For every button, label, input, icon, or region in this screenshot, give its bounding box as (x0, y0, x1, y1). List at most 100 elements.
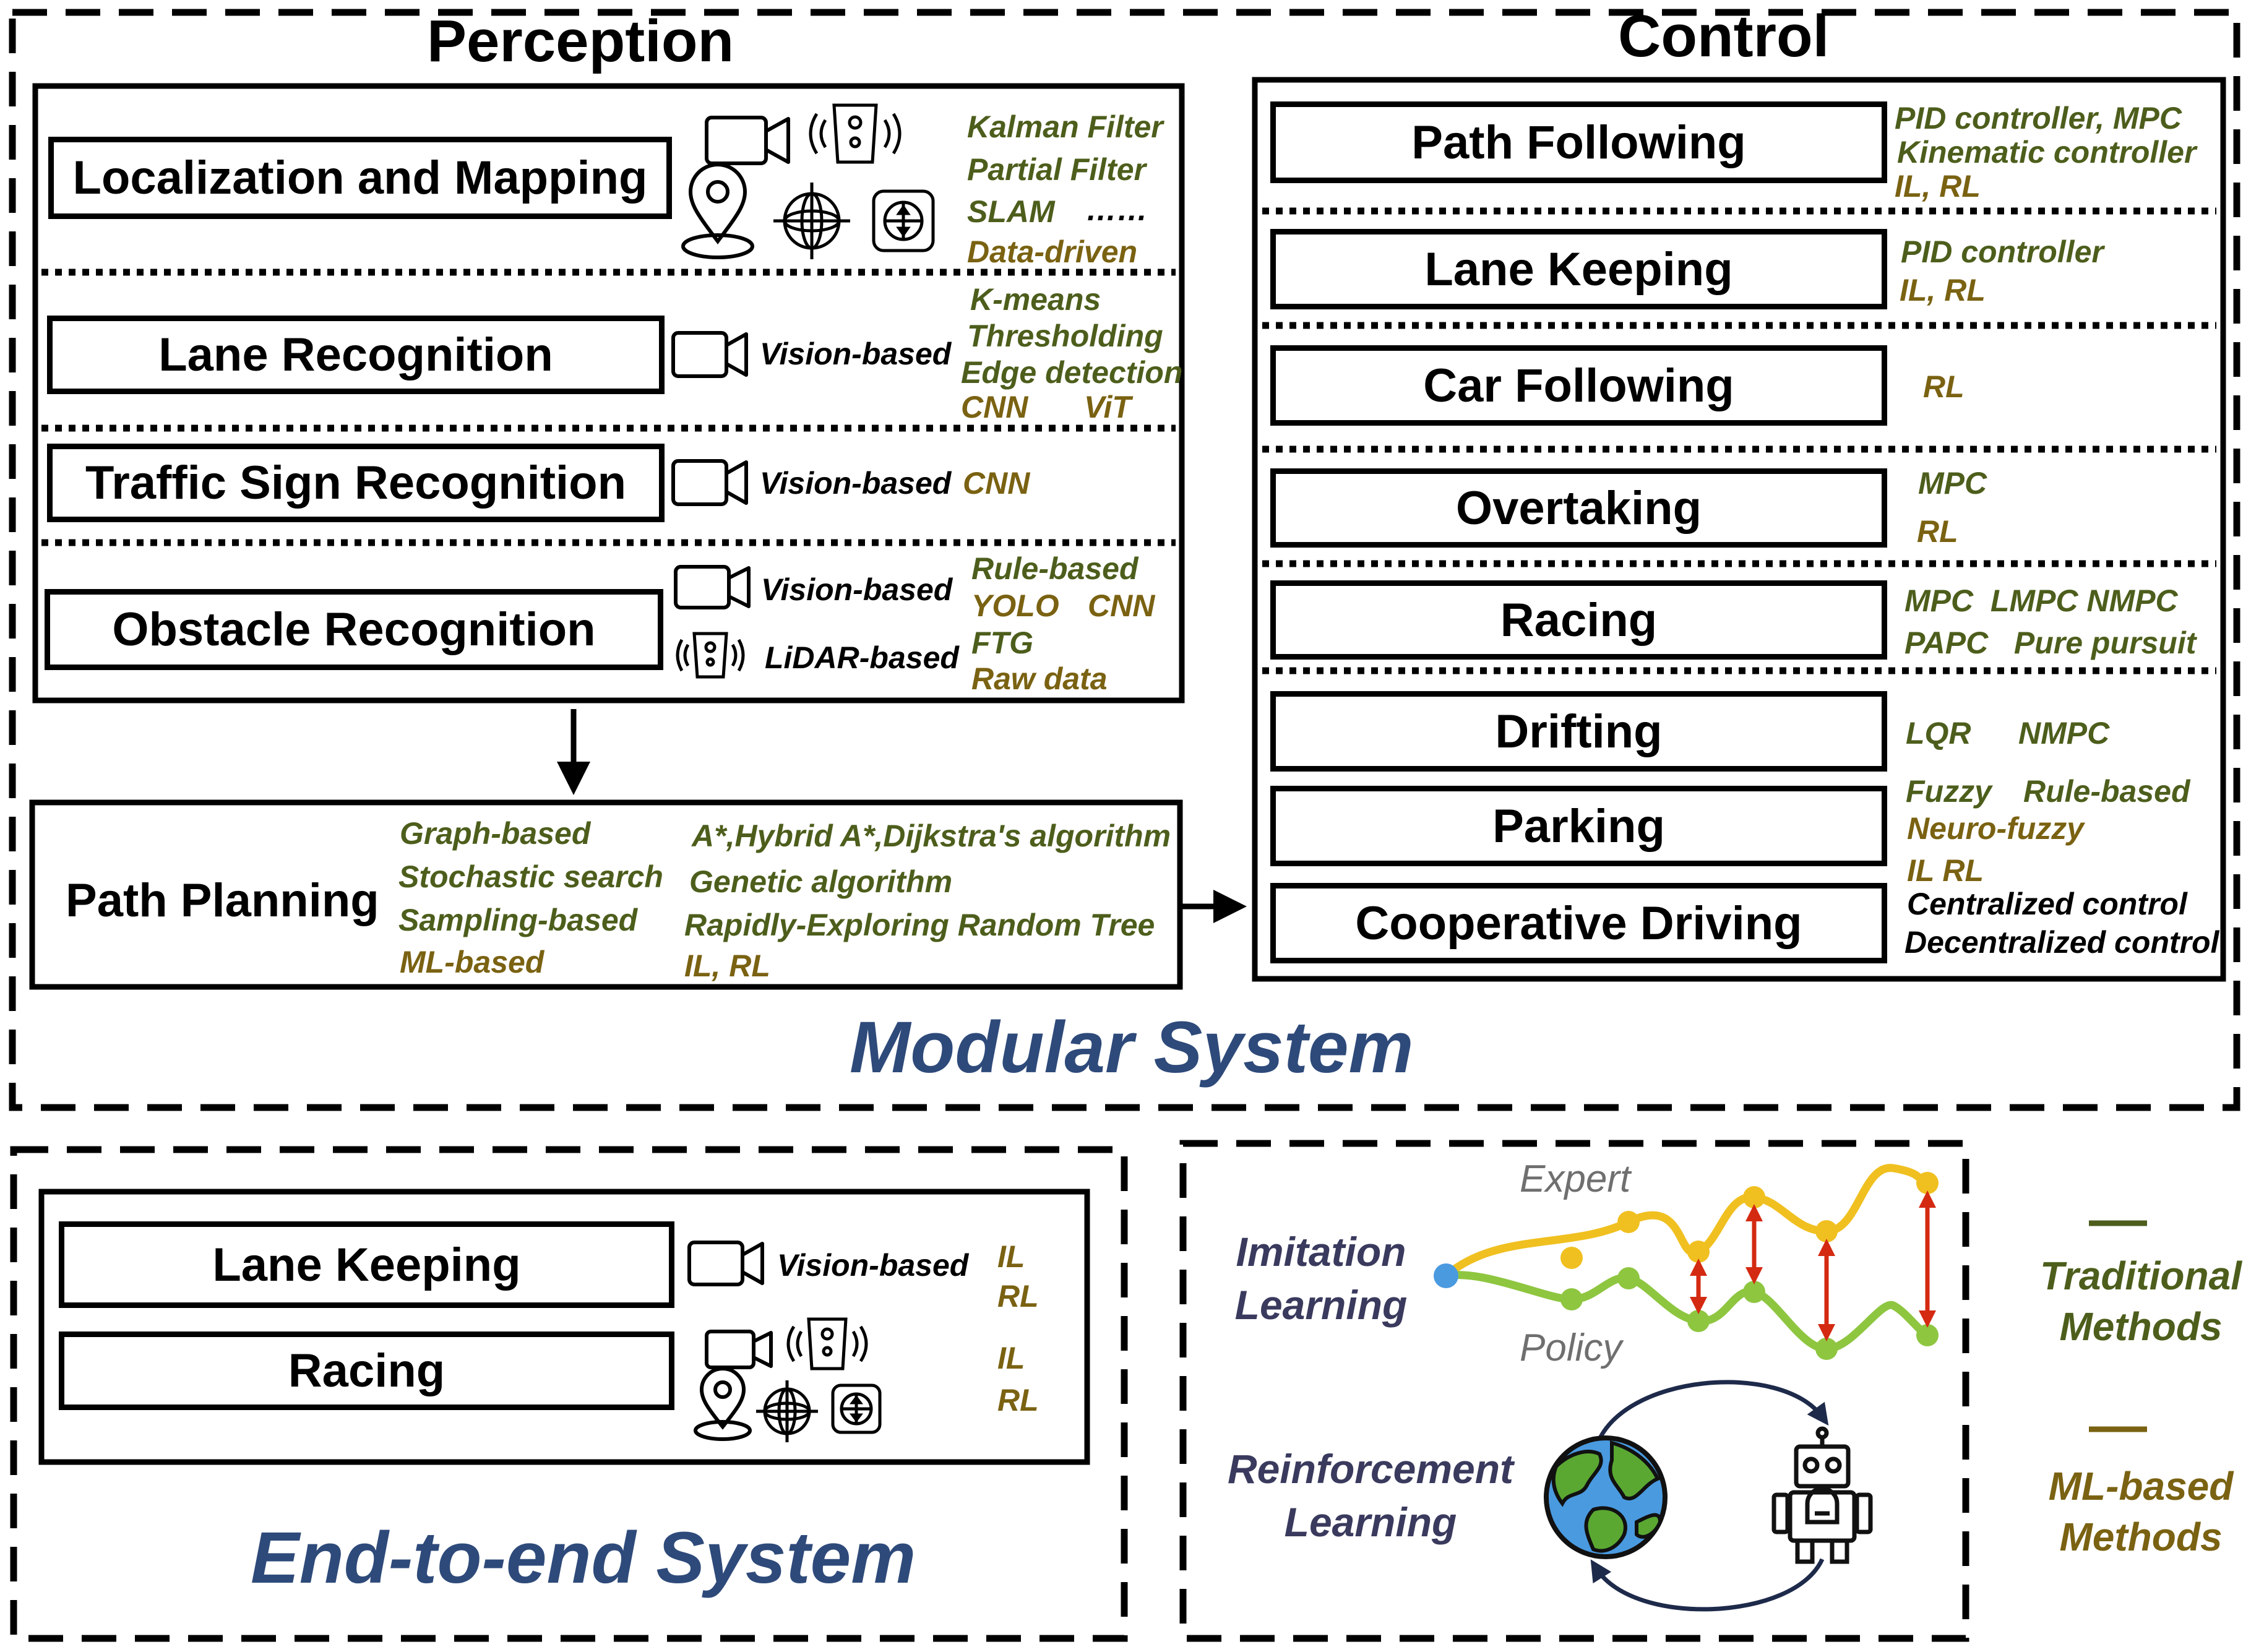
method-ml: RL (997, 1383, 1039, 1418)
obstacle-recognition-box: Obstacle Recognition (45, 589, 663, 670)
learning-frame (1179, 1140, 1969, 1642)
cooperative-driving-box: Cooperative Driving (1270, 883, 1887, 963)
camera-icon (705, 1330, 773, 1369)
car-following-box: Car Following (1270, 345, 1887, 426)
perception-title: Perception (427, 8, 734, 74)
e2e-system-title: End-to-end System (251, 1517, 916, 1599)
method-ml: ML-based (400, 945, 544, 979)
path-planning-label: Path Planning (66, 874, 379, 927)
method-ml: Data-driven (967, 234, 1138, 269)
method-traditional: Fuzzy (1906, 774, 1992, 809)
sensor-label: Vision-based (760, 337, 952, 371)
path-following-box: Path Following (1270, 101, 1887, 183)
method-other: Decentralized control (1905, 925, 2219, 960)
legend-traditional-line-2: Methods (2059, 1304, 2223, 1349)
start-point (1434, 1263, 1458, 1288)
rl-loop-arrow-bottom (1590, 1558, 1825, 1612)
method-traditional: Genetic algorithm (689, 864, 953, 899)
method-ml: Raw data (971, 661, 1108, 696)
method-traditional: Kalman Filter (967, 110, 1163, 144)
reinforcement-learning-label: Reinforcement Learning (1216, 1445, 1525, 1546)
legend-traditional: Traditional Methods (2029, 1253, 2251, 1349)
method-ml: CNN (1088, 588, 1155, 623)
method-ml: RL (1917, 514, 1958, 549)
expert-points (1560, 1172, 1939, 1269)
method-ml: RL (997, 1279, 1039, 1314)
lane-recognition-box: Lane Recognition (47, 316, 665, 394)
method-traditional: PAPC Pure pursuit (1905, 626, 2197, 660)
end-to-end-frame (10, 1146, 1128, 1642)
method-ml: ViT (1084, 390, 1131, 424)
e2e-lane-keeping-box: Lane Keeping (59, 1221, 674, 1308)
il-line-2: Learning (1234, 1282, 1408, 1328)
lidar-icon (786, 1317, 868, 1370)
policy-label: Policy (1520, 1327, 1622, 1369)
method-traditional: NMPC (2018, 716, 2110, 751)
imitation-learning-label: Imitation Learning (1228, 1228, 1414, 1328)
method-traditional: Rapidly-Exploring Random Tree (684, 908, 1155, 942)
method-traditional: Thresholding (967, 319, 1163, 353)
method-traditional: Sampling-based (398, 903, 638, 937)
legend-traditional-line-1: Traditional (2040, 1254, 2242, 1298)
racing-box: Racing (1270, 580, 1887, 660)
method-traditional: LQR (1906, 716, 1971, 751)
method-traditional: SLAM (967, 194, 1055, 229)
method-traditional: Partial Filter (967, 152, 1146, 187)
camera-icon (671, 459, 748, 506)
method-traditional: MPC LMPC NMPC (1905, 583, 2178, 618)
method-traditional: PID controller (1901, 234, 2104, 269)
perception-frame (32, 83, 1185, 703)
lane-keeping-box: Lane Keeping (1270, 229, 1887, 309)
method-ml: CNN (963, 466, 1030, 501)
camera-icon (671, 331, 748, 378)
method-traditional: Rule-based (971, 551, 1138, 586)
method-ml: CNN (961, 390, 1028, 424)
camera-icon (674, 565, 751, 609)
sensor-label: Vision-based (761, 572, 953, 607)
method-traditional: Edge detection (961, 355, 1183, 390)
method-traditional: Graph-based (400, 816, 591, 851)
method-traditional: FTG (971, 626, 1033, 660)
modular-system-title: Modular System (850, 1007, 1414, 1088)
lidar-icon (676, 632, 745, 679)
sensor-label: LiDAR-based (765, 640, 959, 675)
rl-line-1: Reinforcement (1227, 1446, 1514, 1492)
method-traditional: Rule-based (2023, 774, 2190, 809)
method-ml: Neuro-fuzzy (1907, 811, 2085, 846)
method-ml: IL RL (1907, 853, 1984, 888)
method-ml: IL (997, 1341, 1025, 1375)
control-title: Control (1618, 3, 1830, 69)
lidar-icon (809, 103, 902, 164)
control-frame (1252, 77, 2226, 982)
sensor-label: Vision-based (760, 466, 952, 501)
parking-box: Parking (1270, 786, 1887, 866)
localization-mapping-box: Localization and Mapping (48, 137, 672, 219)
modular-system-frame (9, 9, 2240, 1111)
method-traditional: Kinematic controller (1897, 135, 2197, 170)
method-traditional: K-means (970, 282, 1101, 317)
more-ellipsis: …… (1086, 192, 1148, 227)
path-planning-frame (29, 799, 1183, 990)
traffic-sign-recognition-box: Traffic Sign Recognition (47, 444, 665, 522)
gps-location-icon (694, 1367, 752, 1441)
rl-line-2: Learning (1284, 1499, 1457, 1545)
expert-curve (1443, 1164, 1929, 1279)
method-traditional: Stochastic search (398, 859, 663, 894)
camera-icon (705, 116, 790, 165)
e2e-racing-box: Racing (59, 1331, 674, 1410)
legend-ml-line-2: Methods (2059, 1515, 2223, 1559)
overtaking-box: Overtaking (1270, 468, 1887, 548)
gyroscope-icon (773, 183, 850, 259)
camera-icon (687, 1241, 764, 1286)
method-ml: IL (997, 1239, 1025, 1274)
method-ml: RL (1923, 369, 1965, 404)
e2e-inner-frame (38, 1189, 1090, 1465)
rl-loop-arrow-top (1594, 1380, 1829, 1448)
policy-points (1560, 1267, 1939, 1360)
imu-icon (831, 1383, 882, 1434)
method-traditional: A*,Hybrid A*,Dijkstra's algorithm (692, 819, 1171, 853)
method-ml: IL, RL (684, 949, 770, 983)
expert-label: Expert (1520, 1158, 1631, 1200)
